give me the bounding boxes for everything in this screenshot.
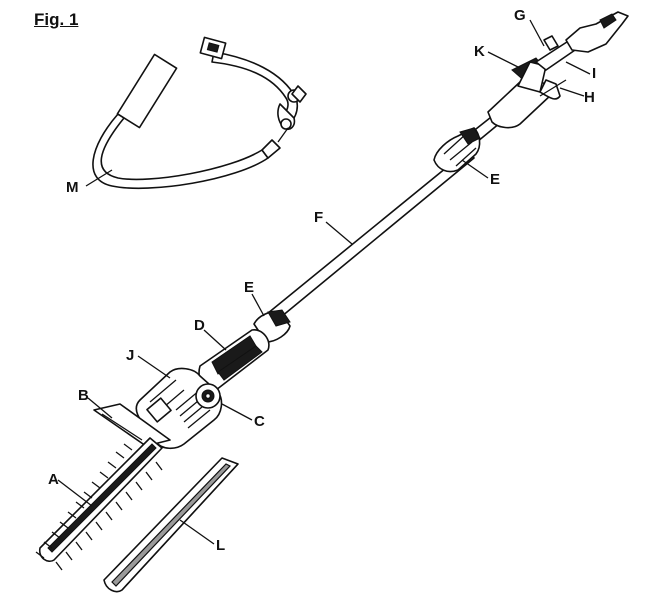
callout-b: B — [78, 387, 89, 404]
main-grip — [198, 329, 270, 391]
figure-title: Fig. 1 — [34, 10, 79, 29]
callout-h: H — [584, 89, 595, 106]
shoulder-strap — [92, 36, 307, 189]
callout-e-lower: E — [244, 279, 254, 296]
upper-handle-assembly — [487, 11, 629, 129]
callout-a: A — [48, 471, 59, 488]
callout-d: D — [194, 317, 205, 334]
callout-m: M — [66, 179, 79, 196]
callout-i: I — [592, 65, 596, 82]
callout-l: L — [216, 537, 225, 554]
cutting-blade — [35, 437, 163, 571]
callout-j: J — [126, 347, 134, 364]
callout-g: G — [514, 7, 526, 24]
callout-e-upper: E — [490, 171, 500, 188]
callout-k: K — [474, 43, 485, 60]
motor-housing — [93, 367, 223, 450]
callout-c: C — [254, 413, 265, 430]
blade-cover — [103, 457, 239, 593]
upper-pole-collar — [433, 127, 481, 173]
callout-f: F — [314, 209, 323, 226]
callout-leaders — [57, 19, 591, 545]
